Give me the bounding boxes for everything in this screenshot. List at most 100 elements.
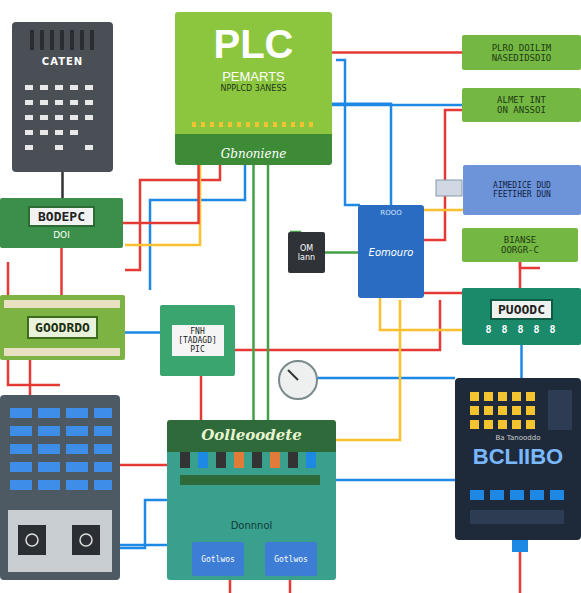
connector-wire xyxy=(424,209,463,212)
blue-wire xyxy=(300,377,455,380)
button xyxy=(484,392,493,401)
pin xyxy=(255,122,259,127)
connector-wire xyxy=(123,165,199,223)
dot xyxy=(40,115,48,120)
dot xyxy=(70,130,78,135)
key xyxy=(510,490,524,500)
node-text: Gbnoniene xyxy=(221,147,287,161)
keypad-panel xyxy=(8,510,112,572)
indicator-dots xyxy=(25,85,93,150)
key xyxy=(490,490,504,500)
dot xyxy=(25,145,33,150)
green-wire xyxy=(267,165,270,420)
node-text: PLRO DOILIM NASEDIDSDIO xyxy=(487,43,557,63)
relay-box: OM lann xyxy=(288,232,325,273)
dot xyxy=(25,130,33,135)
pin xyxy=(273,122,277,127)
button xyxy=(498,392,507,401)
key xyxy=(38,426,60,436)
node-text: BODEPC xyxy=(28,206,95,227)
gauge-needle xyxy=(288,370,298,380)
keypad-keys xyxy=(10,408,112,490)
grille xyxy=(30,30,94,50)
yellow-wire xyxy=(125,165,200,245)
pin xyxy=(300,122,304,127)
key xyxy=(66,462,88,472)
dot xyxy=(85,100,93,105)
node-text: PLC xyxy=(214,22,294,67)
terminal-board: GOODRDO xyxy=(0,295,125,360)
keypad-body xyxy=(0,395,120,580)
key xyxy=(66,426,88,436)
gauge xyxy=(279,361,317,399)
grille-bar xyxy=(30,30,34,50)
module-box: PLRO DOILIM NASEDIDSDIO xyxy=(462,35,581,70)
hmi-device: Ba TanooddoBCLIIBO xyxy=(455,378,581,540)
red-wire xyxy=(229,580,232,593)
circuit-board: OolleoodeteDonnnolGotlwosGotlwos xyxy=(167,420,336,580)
key xyxy=(66,444,88,454)
dot xyxy=(85,115,93,120)
connector-wire xyxy=(200,376,203,420)
device-strip xyxy=(470,510,564,524)
chip-module: Gotlwos xyxy=(192,542,244,576)
red-wire xyxy=(235,300,440,350)
key xyxy=(10,480,32,490)
connector-wire xyxy=(332,51,462,54)
button xyxy=(484,420,493,429)
dot xyxy=(40,100,48,105)
button xyxy=(470,420,479,429)
node-text: Ba Tanooddo xyxy=(496,434,541,442)
board-components xyxy=(180,452,320,485)
module-box: ALMET INT ON ANSSOI xyxy=(462,88,581,122)
key xyxy=(94,426,112,436)
dot xyxy=(40,130,48,135)
key xyxy=(38,408,60,418)
yellow-wire xyxy=(380,298,462,330)
blue-wire xyxy=(120,544,167,547)
key xyxy=(10,462,32,472)
grille-bar xyxy=(80,30,84,50)
key xyxy=(94,444,112,454)
component xyxy=(288,452,298,468)
red-wire xyxy=(120,464,167,467)
button xyxy=(512,420,521,429)
red-wire xyxy=(424,110,462,240)
connector-wire xyxy=(519,262,522,288)
connector-wire xyxy=(125,331,160,334)
module-box: BIANSE OORGR-C xyxy=(462,228,578,262)
io-module: FNH [TADAGD] PIC xyxy=(160,305,235,376)
connector-plug xyxy=(512,540,528,552)
node-text: PUOODC xyxy=(490,299,553,320)
red-wire xyxy=(520,262,540,268)
node-text: ROOO xyxy=(380,209,401,217)
dot xyxy=(40,85,48,90)
pin xyxy=(219,122,223,127)
connector-wire xyxy=(336,479,455,482)
connector-wire xyxy=(332,104,462,107)
node-text: DOI xyxy=(53,230,70,240)
pin xyxy=(291,122,295,127)
grille-bar xyxy=(50,30,54,50)
key xyxy=(10,426,32,436)
node-text: AIMEDICE DUD FEETIHER DUN xyxy=(486,181,558,199)
red-wire xyxy=(125,165,220,270)
connector-wire xyxy=(424,292,462,295)
button xyxy=(470,406,479,415)
key xyxy=(94,462,112,472)
pin xyxy=(309,122,313,127)
device-buttons xyxy=(470,390,572,430)
dot xyxy=(55,115,63,120)
key xyxy=(38,462,60,472)
node-text: Donnnol xyxy=(231,520,273,531)
gauge-dial xyxy=(279,361,317,399)
dot xyxy=(25,85,33,90)
component xyxy=(198,452,208,468)
key xyxy=(94,480,112,490)
component-row xyxy=(180,475,320,485)
key xyxy=(94,408,112,418)
connector-wire xyxy=(60,248,63,295)
pin xyxy=(228,122,232,127)
node-text: Gotlwos xyxy=(201,555,235,564)
